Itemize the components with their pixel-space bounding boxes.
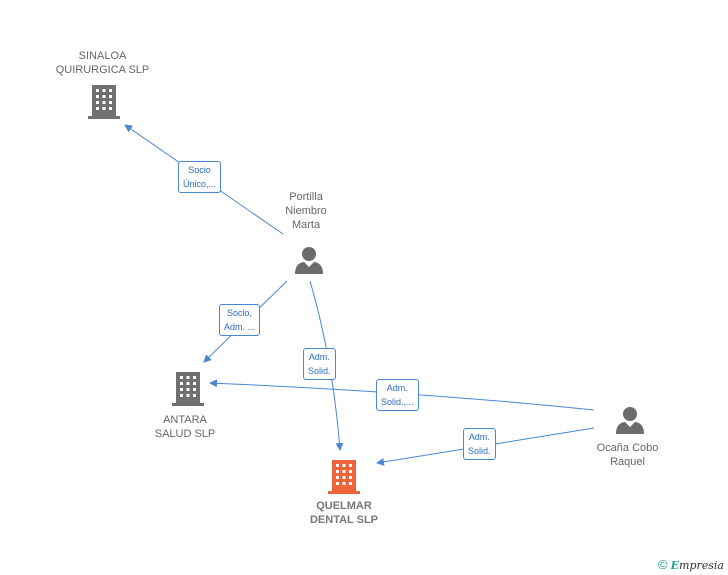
node-label-ocana[interactable]: Ocaña Cobo Raquel	[596, 442, 659, 468]
node-label-antara[interactable]: ANTARA SALUD SLP	[154, 414, 216, 440]
brand-name: Empresia	[670, 559, 724, 572]
node-label-portilla[interactable]: Portilla Niembro Marta	[285, 191, 327, 231]
person-icon[interactable]	[615, 405, 645, 435]
edge-label-portilla-antara: Socio, Adm. ...	[219, 304, 261, 336]
building-icon[interactable]	[328, 460, 360, 494]
building-icon[interactable]	[88, 85, 120, 119]
copyright-symbol: ©	[657, 557, 668, 572]
building-icon[interactable]	[172, 372, 204, 406]
empresia-logo[interactable]: © Empresia	[658, 557, 724, 572]
edge-label-ocana-quelmar: Adm. Solid.	[463, 428, 496, 460]
node-label-quelmar[interactable]: QUELMAR DENTAL SLP	[309, 500, 379, 526]
edge-label-portilla-sinaloa: Socio Único,...	[178, 161, 222, 193]
person-icon[interactable]	[294, 245, 324, 275]
edge-label-portilla-quelmar: Adm. Solid.	[303, 348, 336, 380]
edge-label-ocana-antara: Adm. Solid.,...	[376, 379, 419, 411]
node-label-sinaloa[interactable]: SINALOA QUIRURGICA SLP	[55, 50, 150, 76]
